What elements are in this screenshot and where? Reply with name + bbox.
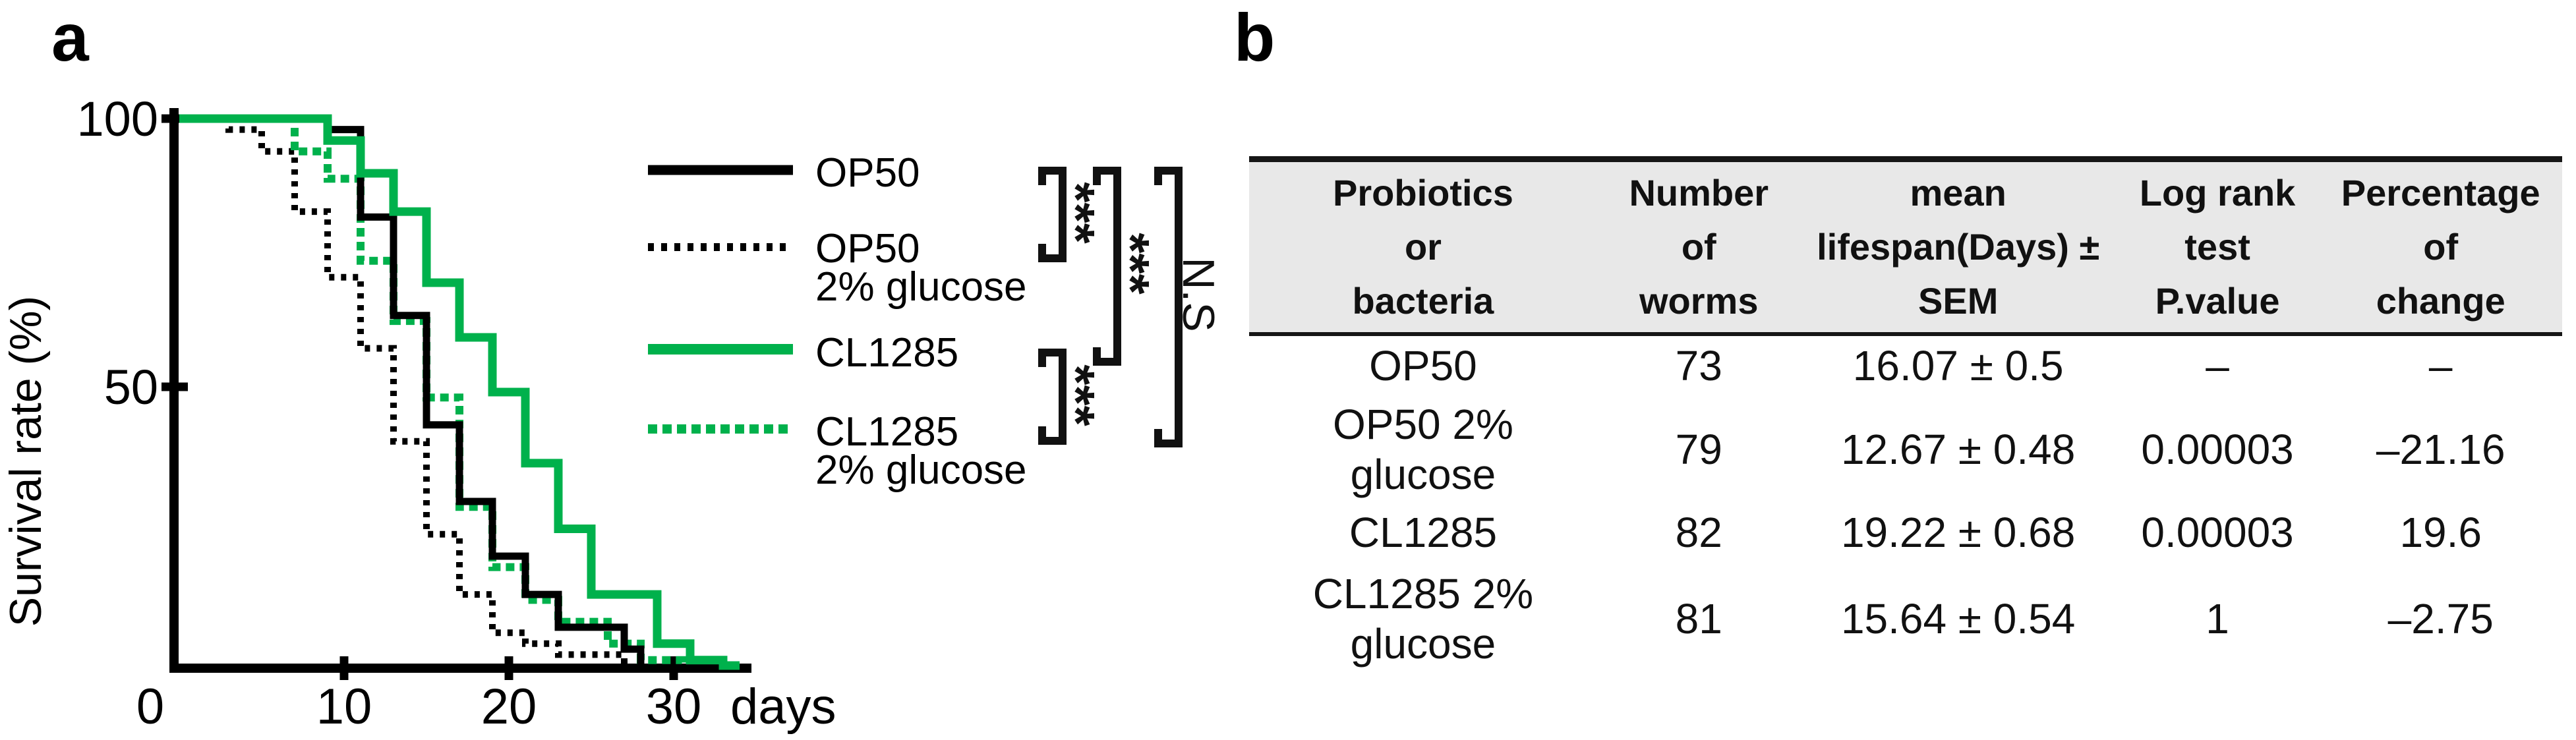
lifespan-table: Probiotics or bacteria Number of worms m… xyxy=(1249,156,2562,677)
cell-bacteria-line: CL1285 2% xyxy=(1312,570,1534,617)
y-tick-label-50: 50 xyxy=(104,360,158,414)
cell-lifespan: 16.07 ± 0.5 xyxy=(1852,341,2064,389)
legend-label-cl1285: CL1285 xyxy=(815,330,958,376)
cell-lifespan: 15.64 ± 0.54 xyxy=(1840,595,2076,642)
panel-b-label: b xyxy=(1234,0,1275,75)
col-header-line: P.value xyxy=(2155,280,2280,322)
col-header-change: Percentage of change xyxy=(2319,159,2562,335)
survival-curves xyxy=(179,114,740,670)
cell-bacteria-line: OP50 xyxy=(1369,341,1477,389)
curve-op50 xyxy=(179,115,645,666)
x-tick-label-0: 0 xyxy=(136,679,164,735)
cell-pvalue: 0.00003 xyxy=(2141,426,2294,473)
table-row: CL1285 82 19.22 ± 0.68 0.00003 19.6 xyxy=(1249,504,2562,561)
cell-bacteria: CL1285 xyxy=(1249,504,1597,561)
x-tick-label-20: 20 xyxy=(481,679,537,735)
col-header-line: SEM xyxy=(1917,280,1999,322)
col-header-line: bacteria xyxy=(1352,280,1494,322)
table-row: CL1285 2% glucose 81 15.64 ± 0.54 1 –2.7… xyxy=(1249,561,2562,677)
sig-bracket-op50-vs-cl1285glucose xyxy=(1154,167,1183,447)
sig-bracket-op50-vs-op50glucose xyxy=(1038,167,1067,262)
cell-change: 19.6 xyxy=(2399,509,2482,556)
table-row: OP50 2% glucose 79 12.67 ± 0.48 0.00003 … xyxy=(1249,395,2562,504)
y-axis-label: Survival rate (%) xyxy=(1,296,51,627)
col-header-line: lifespan(Days) ± xyxy=(1817,226,2100,268)
cell-bacteria: CL1285 2% glucose xyxy=(1249,561,1597,677)
col-header-line: of xyxy=(1681,226,1716,268)
survival-chart: Survival rate (%) 100 50 0 10 20 30 days… xyxy=(1,92,1223,735)
curve-op50-2-glucose xyxy=(179,115,628,666)
col-header-line: Log rank xyxy=(2139,172,2296,213)
cell-worms: 73 xyxy=(1675,341,1722,389)
cell-change: –21.16 xyxy=(2376,426,2505,473)
sig-label-op50-vs-cl1285: *** xyxy=(1101,233,1160,295)
cell-worms: 82 xyxy=(1675,509,1722,556)
x-tick-label-30: 30 xyxy=(646,679,702,735)
cell-bacteria-line: glucose xyxy=(1350,451,1496,498)
cell-pvalue: – xyxy=(2206,341,2229,389)
sig-bracket-op50-vs-cl1285 xyxy=(1093,167,1121,366)
col-header-line: change xyxy=(2376,280,2505,322)
col-header-line: Percentage xyxy=(2341,172,2540,213)
legend-label-cl1285-glucose-1: CL1285 xyxy=(815,409,958,455)
cell-bacteria: OP50 2% glucose xyxy=(1249,395,1597,504)
col-header-line: of xyxy=(2423,226,2459,268)
col-header-worms: Number of worms xyxy=(1597,159,1801,335)
table-header-row: Probiotics or bacteria Number of worms m… xyxy=(1249,159,2562,335)
legend-label-op50: OP50 xyxy=(815,150,920,196)
cell-bacteria-line: OP50 2% xyxy=(1332,401,1513,448)
cell-pvalue: 0.00003 xyxy=(2141,509,2294,556)
col-header-probiotics: Probiotics or bacteria xyxy=(1249,159,1597,335)
cell-lifespan: 12.67 ± 0.48 xyxy=(1840,426,2076,473)
col-header-line: mean xyxy=(1910,172,2006,213)
x-axis-unit-label: days xyxy=(730,679,836,735)
col-header-line: test xyxy=(2184,226,2250,268)
y-tick-label-100: 100 xyxy=(77,92,158,146)
legend-label-op50-glucose-1: OP50 xyxy=(815,226,920,271)
curve-cl1285-2-glucose xyxy=(179,115,686,666)
lifespan-table-container: Probiotics or bacteria Number of worms m… xyxy=(1249,156,2562,677)
col-header-line: Number xyxy=(1629,172,1769,213)
cell-change: – xyxy=(2428,341,2453,389)
cell-lifespan: 19.22 ± 0.68 xyxy=(1840,509,2076,556)
col-header-lifespan: mean lifespan(Days) ± SEM xyxy=(1801,159,2116,335)
cell-worms: 81 xyxy=(1675,595,1722,642)
cell-bacteria-line: CL1285 xyxy=(1349,509,1498,556)
curve-cl1285 xyxy=(179,114,740,670)
col-header-pvalue: Log rank test P.value xyxy=(2116,159,2320,335)
sig-label-op50-vs-op50glucose: *** xyxy=(1047,182,1105,244)
panel-a-label: a xyxy=(51,0,89,75)
col-header-line: worms xyxy=(1639,280,1759,322)
sig-bracket-cl1285-vs-cl1285glucose xyxy=(1038,349,1067,445)
col-header-line: or xyxy=(1404,226,1442,268)
cell-change: –2.75 xyxy=(2387,595,2494,642)
cell-bacteria-line: glucose xyxy=(1350,620,1496,668)
sig-label-ns: N.S xyxy=(1173,257,1223,331)
col-header-line: Probiotics xyxy=(1333,172,1513,213)
x-tick-label-10: 10 xyxy=(316,679,372,735)
legend-label-op50-glucose-2: 2% glucose xyxy=(815,264,1027,310)
cell-worms: 79 xyxy=(1675,426,1722,473)
cell-bacteria: OP50 xyxy=(1249,334,1597,395)
legend-label-cl1285-glucose-2: 2% glucose xyxy=(815,447,1027,493)
table-row: OP50 73 16.07 ± 0.5 – – xyxy=(1249,334,2562,395)
cell-pvalue: 1 xyxy=(2206,595,2229,642)
sig-label-cl1285-vs-cl1285glucose: *** xyxy=(1047,364,1105,426)
